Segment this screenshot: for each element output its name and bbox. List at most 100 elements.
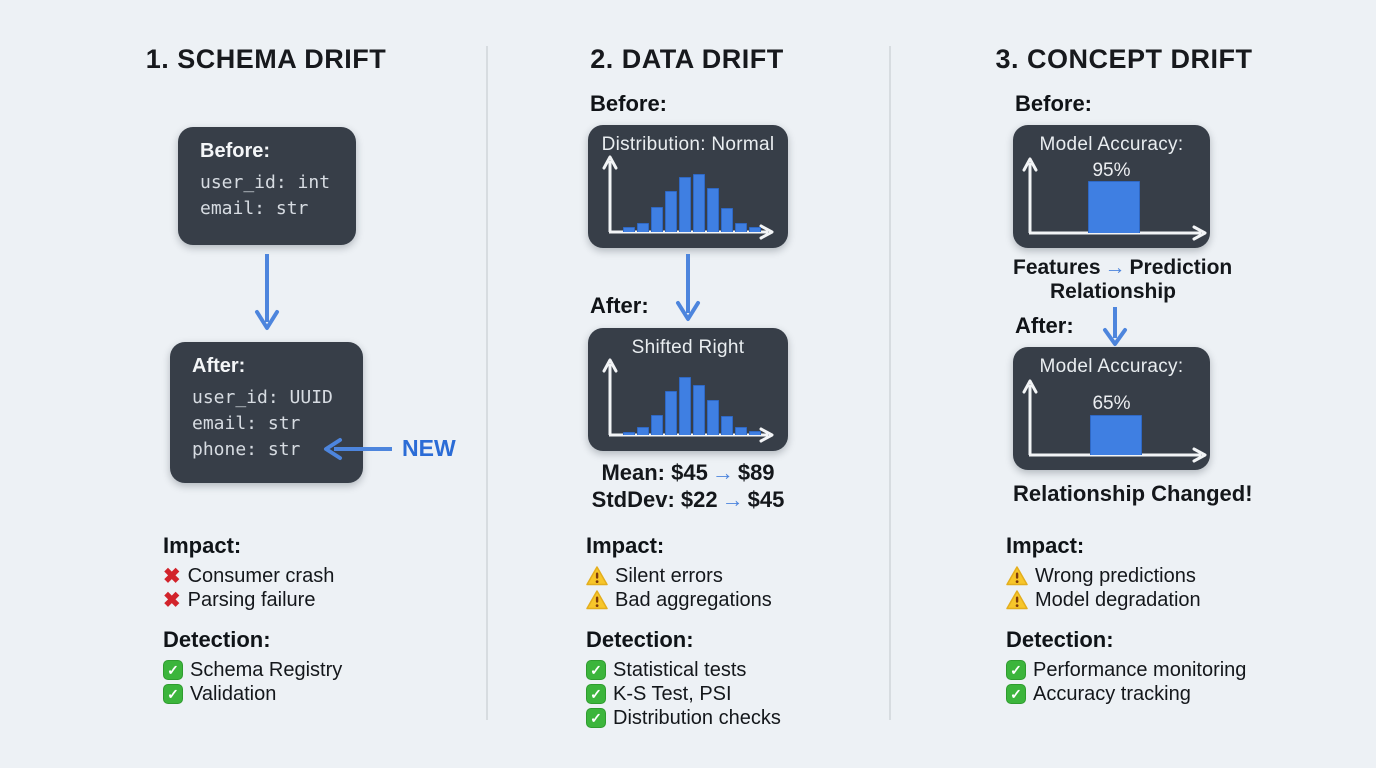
cross-mark-icon: ✖ <box>163 588 181 612</box>
relationship-changed-caption: Relationship Changed! <box>1013 481 1253 506</box>
concept-drift-title: 3. CONCEPT DRIFT <box>995 44 1253 74</box>
schema-after-box: After: user_id: UUID email: str phone: s… <box>170 342 363 483</box>
column-divider <box>486 46 488 720</box>
code-line: email: str <box>200 198 309 219</box>
detection-item-text: Performance monitoring <box>1033 658 1247 681</box>
detection-heading: Detection: <box>586 627 694 652</box>
impact-item-text: Silent errors <box>615 564 723 587</box>
impact-item-text: Parsing failure <box>187 588 316 611</box>
right-arrow-icon: → <box>1104 256 1126 279</box>
down-arrow-icon <box>676 254 700 321</box>
axes-icon <box>1022 379 1207 463</box>
check-box-icon: ✓ <box>1006 684 1026 704</box>
schema-before-box: Before: user_id: int email: str <box>178 127 356 245</box>
check-box-icon: ✓ <box>586 708 606 728</box>
detection-item: ✓ Schema Registry <box>163 658 342 682</box>
right-arrow-icon: → <box>711 460 734 485</box>
impact-item: Silent errors <box>586 564 772 588</box>
detection-heading: Detection: <box>1006 627 1114 652</box>
detection-item: ✓ Performance monitoring <box>1006 658 1246 682</box>
detection-item-text: Schema Registry <box>190 658 343 681</box>
detection-item-text: Statistical tests <box>613 658 747 681</box>
detection-heading: Detection: <box>163 627 271 652</box>
detection-item: ✓ Statistical tests <box>586 658 781 682</box>
impact-item: ✖ Consumer crash <box>163 564 334 588</box>
before-label: Before: <box>1015 91 1093 116</box>
impact-item-text: Model degradation <box>1035 588 1201 611</box>
check-box-icon: ✓ <box>163 684 183 704</box>
down-arrow-icon <box>1103 307 1127 346</box>
code-line: user_id: int <box>200 172 331 193</box>
check-box-icon: ✓ <box>586 660 606 680</box>
new-field-label: NEW <box>402 435 456 461</box>
detection-item: ✓ K-S Test, PSI <box>586 682 781 706</box>
impact-heading: Impact: <box>163 533 242 558</box>
accuracy-before-box: Model Accuracy: 95% <box>1013 125 1210 248</box>
shifted-right-box: Shifted Right <box>588 328 788 451</box>
detection-item: ✓ Validation <box>163 682 342 706</box>
accuracy-value: 95% <box>1092 160 1131 181</box>
impact-item-text: Consumer crash <box>187 564 335 587</box>
detection-item-text: Accuracy tracking <box>1033 682 1191 705</box>
detection-item: ✓ Distribution checks <box>586 706 781 730</box>
before-label: Before: <box>590 91 668 116</box>
accuracy-after-box: Model Accuracy: 65% <box>1013 347 1210 470</box>
warning-triangle-icon <box>586 590 608 610</box>
column-divider <box>889 46 891 720</box>
detection-item-text: Validation <box>190 682 277 705</box>
detection-item: ✓ Accuracy tracking <box>1006 682 1246 706</box>
after-label: After: <box>590 293 649 318</box>
impact-item: ✖ Parsing failure <box>163 588 334 612</box>
warning-triangle-icon <box>1006 590 1028 610</box>
chart-title: Model Accuracy: <box>1039 134 1184 155</box>
right-arrow-icon: → <box>721 487 744 512</box>
axes-icon <box>602 155 774 240</box>
code-line: phone: str <box>192 439 301 460</box>
axes-icon <box>602 358 774 443</box>
normal-distribution-box: Distribution: Normal <box>588 125 788 248</box>
mean-stat: Mean: $45→$89 <box>601 460 775 485</box>
after-label: After: <box>1015 313 1074 338</box>
cross-mark-icon: ✖ <box>163 564 181 588</box>
down-arrow-icon <box>255 254 279 330</box>
impact-heading: Impact: <box>1006 533 1085 558</box>
impact-heading: Impact: <box>586 533 665 558</box>
check-box-icon: ✓ <box>1006 660 1026 680</box>
accuracy-after-chart <box>1090 415 1142 455</box>
axes-icon <box>1022 157 1207 241</box>
warning-triangle-icon <box>1006 566 1028 586</box>
concept-impact-section: Impact: Wrong predictions Model degradat… <box>1006 533 1201 612</box>
check-box-icon: ✓ <box>163 660 183 680</box>
schema-detection-section: Detection: ✓ Schema Registry ✓ Validatio… <box>163 627 342 706</box>
impact-item: Wrong predictions <box>1006 564 1201 588</box>
shifted-right-chart <box>623 377 761 435</box>
accuracy-before-chart <box>1088 181 1140 233</box>
drift-stats: Mean: $45→$89 StdDev: $22→$45 <box>588 459 788 513</box>
data-impact-section: Impact: Silent errors Bad aggregations <box>586 533 772 612</box>
after-label: After: <box>192 355 246 377</box>
detection-item-text: Distribution checks <box>613 706 781 729</box>
schema-impact-section: Impact: ✖ Consumer crash ✖ Parsing failu… <box>163 533 334 612</box>
data-drift-title: 2. DATA DRIFT <box>590 44 784 74</box>
before-label: Before: <box>200 140 271 162</box>
impact-item: Model degradation <box>1006 588 1201 612</box>
chart-title: Model Accuracy: <box>1039 356 1184 377</box>
left-arrow-icon <box>324 438 392 460</box>
impact-item: Bad aggregations <box>586 588 772 612</box>
stddev-stat: StdDev: $22→$45 <box>591 487 785 512</box>
warning-triangle-icon <box>586 566 608 586</box>
data-detection-section: Detection: ✓ Statistical tests ✓ K-S Tes… <box>586 627 781 730</box>
detection-item-text: K-S Test, PSI <box>613 682 732 705</box>
chart-title: Distribution: Normal <box>601 134 775 155</box>
concept-detection-section: Detection: ✓ Performance monitoring ✓ Ac… <box>1006 627 1246 706</box>
relationship-caption: Features→Prediction Relationship <box>1013 256 1233 303</box>
schema-drift-title: 1. SCHEMA DRIFT <box>145 44 387 74</box>
impact-item-text: Wrong predictions <box>1035 564 1196 587</box>
check-box-icon: ✓ <box>586 684 606 704</box>
impact-item-text: Bad aggregations <box>615 588 772 611</box>
code-line: user_id: UUID <box>192 387 333 408</box>
code-line: email: str <box>192 413 301 434</box>
accuracy-value: 65% <box>1092 393 1131 414</box>
chart-title: Shifted Right <box>631 337 745 358</box>
normal-distribution-chart <box>623 174 761 232</box>
